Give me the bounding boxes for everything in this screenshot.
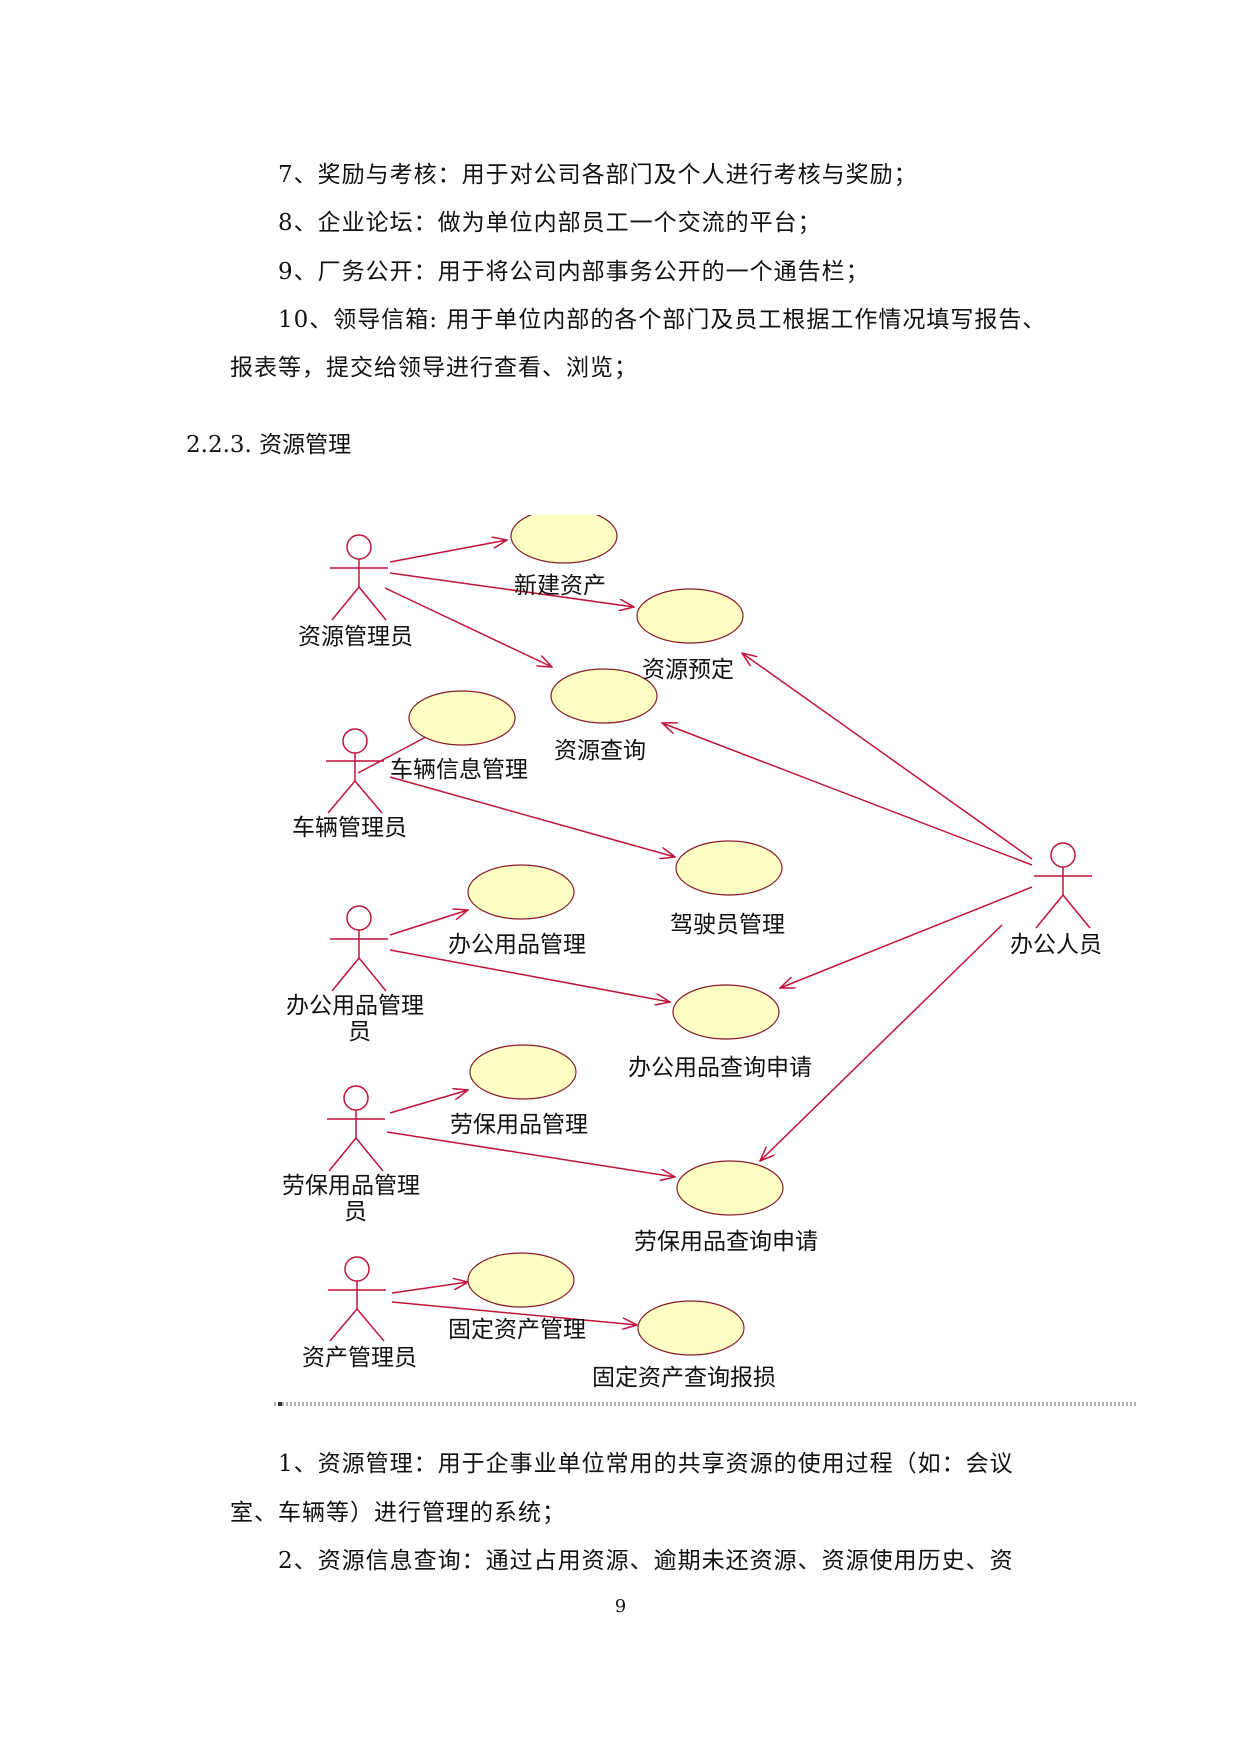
actor-res-admin-icon (330, 534, 388, 621)
arrow-res-admin-res-reserve (389, 572, 634, 607)
label-driver-mgmt: 驾驶员管理 (670, 912, 785, 938)
paragraph-item-8: 8、企业论坛：做为单位内部员工一个交流的平台； (278, 210, 822, 236)
section-heading: 2.2.3. 资源管理 (186, 432, 352, 458)
label-office-admin-line2: 员 (348, 1019, 371, 1045)
label-labor-mgmt: 劳保用品管理 (450, 1112, 588, 1138)
paragraph-item-2: 2、资源信息查询：通过占用资源、逾期未还资源、资源使用历史、资 (278, 1548, 1014, 1574)
paragraph-item-7: 7、奖励与考核：用于对公司各部门及个人进行考核与奖励； (278, 162, 918, 188)
paragraph-item-1: 1、资源管理：用于企事业单位常用的共享资源的使用过程（如：会议 (278, 1451, 1014, 1477)
actor-labels: 资源管理员 车辆管理员 办公用品管理 员 劳保用品管理 员 资产管理员 办公人员 (282, 624, 1102, 1371)
label-office-admin-line1: 办公用品管理 (286, 993, 424, 1019)
use-case-labor-query (676, 1160, 784, 1216)
arrow-labor-admin-labor-query (386, 1131, 675, 1177)
use-case-fixed-mgmt (467, 1252, 575, 1308)
arrow-asset-admin-fixed-mgmt (391, 1282, 468, 1294)
use-case-labels: 新建资产 资源预定 资源查询 车辆信息管理 驾驶员管理 办公用品管理 办公用品查… (390, 573, 818, 1391)
arrow-labor-admin-labor-mgmt (389, 1090, 468, 1114)
label-res-admin: 资源管理员 (298, 624, 413, 650)
use-case-vehicle-info (408, 690, 516, 746)
figure-corner-mark (278, 1402, 282, 1406)
use-case-driver-mgmt (675, 840, 783, 896)
use-case-office-query (672, 984, 780, 1040)
label-office-query: 办公用品查询申请 (628, 1055, 812, 1081)
label-office-mgmt: 办公用品管理 (448, 932, 586, 958)
page-number: 9 (614, 1596, 627, 1617)
arrow-staff-res-reserve (742, 653, 1033, 860)
label-res-reserve: 资源预定 (642, 657, 734, 683)
paragraph-item-10: 10、领导信箱: 用于单位内部的各个部门及员工根据工作情况填写报告、 (278, 307, 1047, 333)
use-case-office-mgmt (467, 864, 575, 920)
label-labor-admin-line2: 员 (344, 1199, 367, 1225)
paragraph-item-9: 9、厂务公开：用于将公司内部事务公开的一个通告栏； (278, 259, 870, 285)
arrow-vehicle-admin-driver-mgmt (389, 776, 675, 857)
label-fixed-mgmt: 固定资产管理 (448, 1317, 586, 1343)
actor-asset-admin-icon (328, 1256, 386, 1342)
label-res-query: 资源查询 (554, 738, 646, 764)
arrow-res-admin-res-query (384, 587, 552, 667)
actor-labor-admin-icon (327, 1085, 385, 1172)
paragraph-item-1-continued: 室、车辆等）进行管理的系统； (230, 1500, 566, 1526)
use-case-ellipses (408, 515, 784, 1356)
actor-office-admin-icon (330, 905, 388, 992)
arrow-staff-res-query (662, 723, 1033, 866)
use-case-res-query (550, 668, 658, 724)
association-arrows (357, 540, 1033, 1325)
use-case-res-reserve (636, 588, 744, 644)
arrow-staff-labor-query (760, 924, 1003, 1161)
arrow-res-admin-new-asset (389, 540, 507, 563)
actor-office-staff-icon (1034, 842, 1092, 929)
label-asset-admin: 资产管理员 (302, 1345, 417, 1371)
label-labor-admin-line1: 劳保用品管理 (282, 1173, 420, 1199)
arrow-asset-admin-fixed-query (391, 1301, 637, 1325)
actor-vehicle-admin-icon (326, 728, 384, 814)
use-case-new-asset (510, 515, 618, 564)
use-case-labor-mgmt (469, 1044, 577, 1100)
label-vehicle-admin: 车辆管理员 (292, 815, 407, 841)
arrow-staff-office-query (780, 886, 1033, 988)
label-fixed-query: 固定资产查询报损 (592, 1365, 776, 1391)
label-office-staff: 办公人员 (1010, 932, 1102, 958)
label-labor-query: 劳保用品查询申请 (634, 1229, 818, 1255)
label-vehicle-info: 车辆信息管理 (390, 757, 528, 783)
arrow-office-admin-office-query (389, 949, 670, 1002)
paragraph-item-10-continued: 报表等，提交给领导进行查看、浏览； (230, 355, 638, 381)
arrow-office-admin-office-mgmt (389, 910, 468, 936)
label-new-asset: 新建资产 (514, 573, 606, 599)
use-case-fixed-query (637, 1300, 745, 1356)
use-case-diagram: 新建资产 资源预定 资源查询 车辆信息管理 驾驶员管理 办公用品管理 办公用品查… (274, 515, 1136, 1406)
